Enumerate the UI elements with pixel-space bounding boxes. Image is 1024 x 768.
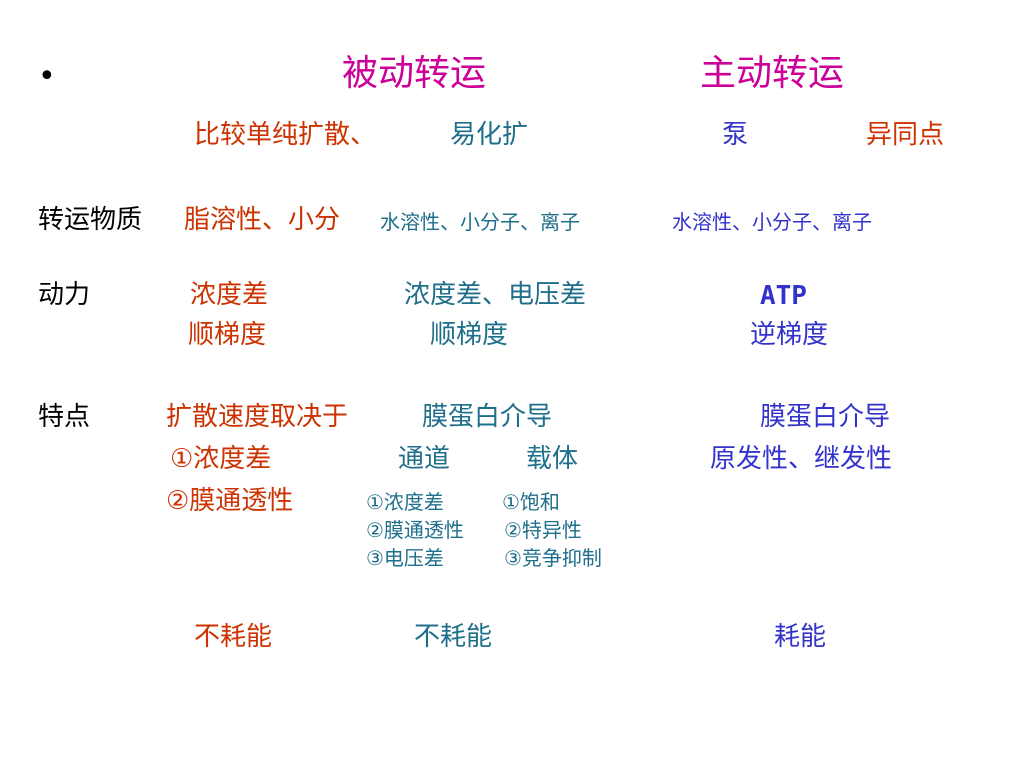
driving-force-pump-2: 逆梯度 — [750, 320, 829, 350]
substance-pump: 水溶性、小分子、离子 — [672, 210, 872, 234]
energy-facilitated: 不耗能 — [414, 622, 493, 652]
features-simple-2: ①浓度差 — [170, 444, 272, 474]
row-label-substance: 转运物质 — [38, 205, 143, 235]
substance-simple: 脂溶性、小分 — [184, 205, 341, 235]
driving-force-pump-1: ATP — [760, 281, 807, 311]
features-pump-1: 膜蛋白介导 — [760, 402, 891, 432]
subheader-simple-diffusion: 比较单纯扩散、 — [194, 120, 377, 150]
carrier-item-2: ②特异性 — [504, 518, 582, 542]
features-carrier: 载体 — [526, 444, 579, 474]
subheader-similarities-differences: 异同点 — [866, 120, 945, 150]
energy-simple: 不耗能 — [194, 622, 273, 652]
row-label-driving-force: 动力 — [38, 280, 91, 310]
channel-item-2: ②膜通透性 — [366, 518, 464, 542]
features-pump-2: 原发性、继发性 — [710, 444, 893, 474]
substance-facilitated: 水溶性、小分子、离子 — [380, 210, 580, 234]
subheader-facilitated-diffusion: 易化扩 — [450, 120, 529, 150]
features-simple-1: 扩散速度取决于 — [166, 402, 349, 432]
features-channel: 通道 — [398, 444, 451, 474]
driving-force-simple-1: 浓度差 — [190, 280, 269, 310]
carrier-item-3: ③竞争抑制 — [504, 546, 602, 570]
driving-force-simple-2: 顺梯度 — [188, 320, 267, 350]
header-active-transport: 主动转运 — [700, 53, 845, 94]
driving-force-facilitated-1: 浓度差、电压差 — [404, 280, 587, 310]
energy-pump: 耗能 — [774, 622, 827, 652]
header-passive-transport: 被动转运 — [342, 53, 487, 94]
features-facilitated-1: 膜蛋白介导 — [422, 402, 553, 432]
bullet-point: • — [38, 59, 56, 94]
features-simple-3: ②膜通透性 — [166, 486, 294, 516]
row-label-features: 特点 — [38, 402, 91, 432]
channel-item-3: ③电压差 — [366, 546, 444, 570]
driving-force-facilitated-2: 顺梯度 — [430, 320, 509, 350]
channel-item-1: ①浓度差 — [366, 490, 444, 514]
subheader-pump: 泵 — [722, 120, 749, 150]
carrier-item-1: ①饱和 — [502, 490, 560, 514]
